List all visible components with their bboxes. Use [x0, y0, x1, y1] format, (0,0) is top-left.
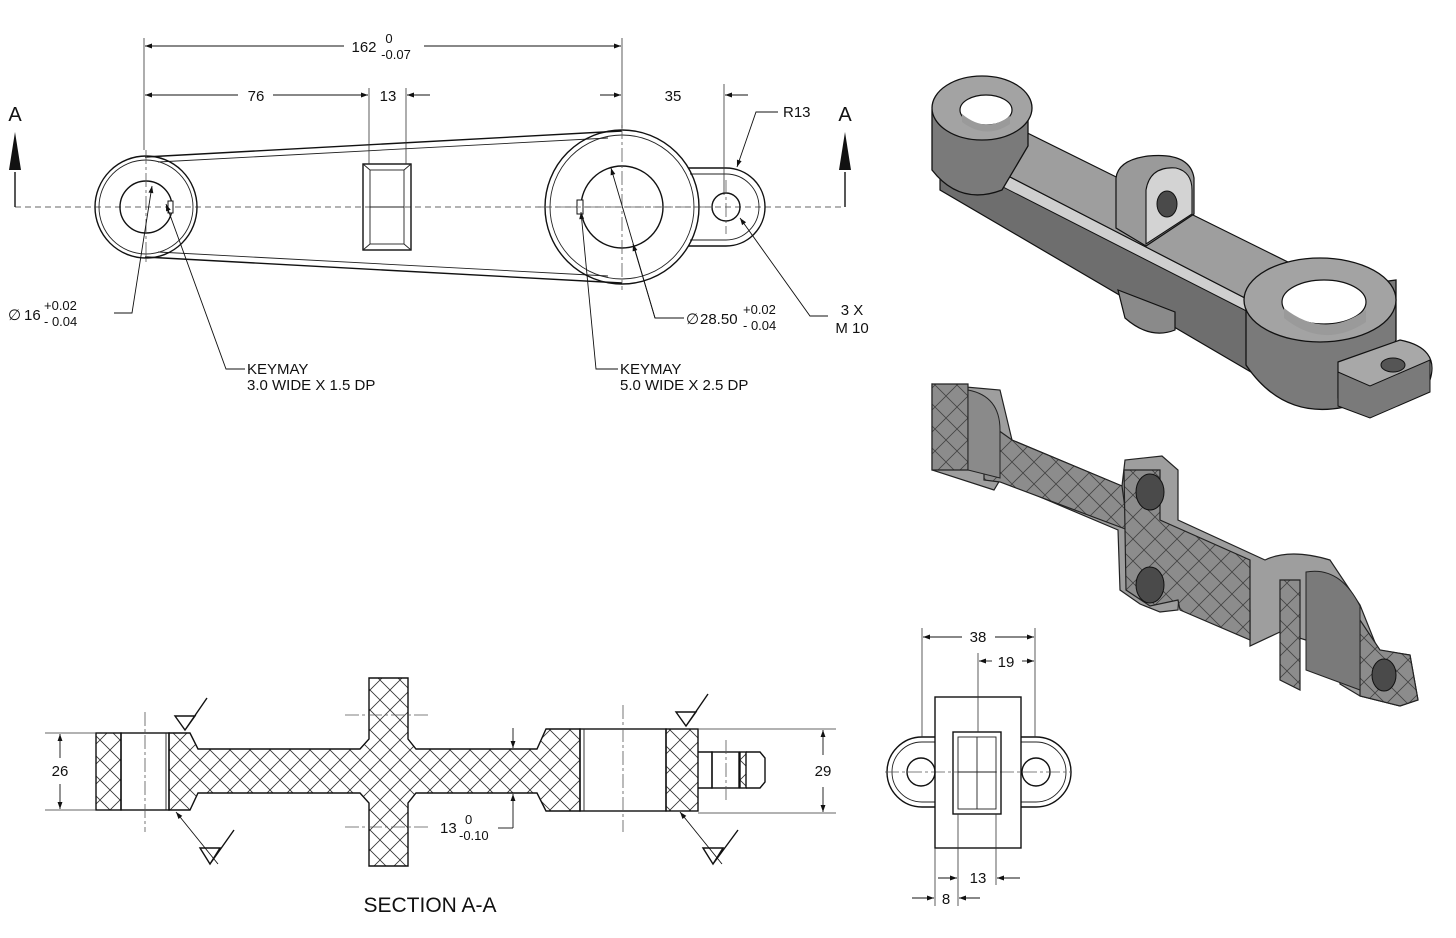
side-slot: [952, 731, 1002, 815]
web-thickness-dim: 13: [440, 820, 457, 837]
large-bore-tol-upper: +0.02: [743, 302, 776, 317]
ear-offset-dim: 35: [665, 88, 682, 105]
large-bore-symbol: ∅: [686, 311, 699, 328]
side-width-dim: 38: [970, 629, 987, 646]
keyway-large-title: KEYMAY: [620, 361, 681, 378]
section-mark-left: A: [8, 104, 22, 126]
section-arrow-left-icon: [9, 132, 21, 170]
keyway-small-title: KEYMAY: [247, 361, 308, 378]
clamp-ear: [688, 167, 766, 247]
left-to-slot-dim: 76: [248, 88, 265, 105]
web-tol-upper: 0: [465, 812, 472, 827]
overall-length-dim: 162: [351, 39, 376, 56]
thread-count: 3 X: [841, 302, 864, 319]
section-view: 26 29 13 0 -0.10 SECTION A-A: [45, 677, 836, 917]
threaded-hole-icon: [1135, 566, 1165, 604]
small-hub-wall-left: [95, 732, 122, 811]
small-bore-symbol: ∅: [8, 307, 21, 324]
surface-finish-icon: [173, 697, 208, 732]
arm-top-edge: [144, 130, 623, 158]
thread-size: M 10: [835, 320, 868, 337]
surface-finish-icon: [198, 829, 235, 866]
section-web: [168, 677, 581, 867]
ear-section: [711, 751, 740, 789]
side-half-dim: 19: [998, 654, 1015, 671]
large-bore-tol-lower: - 0.04: [743, 318, 776, 333]
overall-tol-upper: 0: [385, 31, 392, 46]
threaded-hole-icon: [1156, 190, 1178, 218]
keyway-large-spec: 5.0 WIDE X 2.5 DP: [620, 377, 748, 394]
large-bore-dim: 28.50: [700, 311, 738, 328]
section-arrow-right-icon: [839, 132, 851, 170]
small-hub-height-dim: 26: [52, 763, 69, 780]
section-title: SECTION A-A: [363, 894, 496, 917]
side-view: 38 19 13 8: [885, 628, 1072, 908]
arm-bottom-edge: [144, 256, 623, 284]
threaded-hole-icon: [1371, 658, 1397, 692]
slot-width-dim: 13: [380, 88, 397, 105]
overall-tol-lower: -0.07: [381, 47, 411, 62]
ear-radius-dim: R13: [783, 104, 811, 121]
small-bore-dim: 16: [24, 307, 41, 324]
isometric-section-view: [931, 383, 1419, 707]
web-tol-lower: -0.10: [459, 828, 489, 843]
side-slot-dim: 13: [970, 870, 987, 887]
section-mark-right: A: [838, 104, 852, 126]
large-hub-height-dim: 29: [815, 763, 832, 780]
side-offset-dim: 8: [942, 891, 950, 908]
top-view: A A 16: [8, 31, 869, 394]
threaded-hole-icon: [1135, 473, 1165, 511]
surface-finish-icon: [674, 693, 709, 728]
keyway-small-spec: 3.0 WIDE X 1.5 DP: [247, 377, 375, 394]
small-bore-tol-upper: +0.02: [44, 298, 77, 313]
small-bore-tol-lower: - 0.04: [44, 314, 77, 329]
large-hub-bore: [1281, 279, 1367, 325]
slot-boss: [362, 163, 412, 251]
isometric-view: [931, 75, 1433, 419]
large-hub-wall-right: [665, 728, 699, 812]
